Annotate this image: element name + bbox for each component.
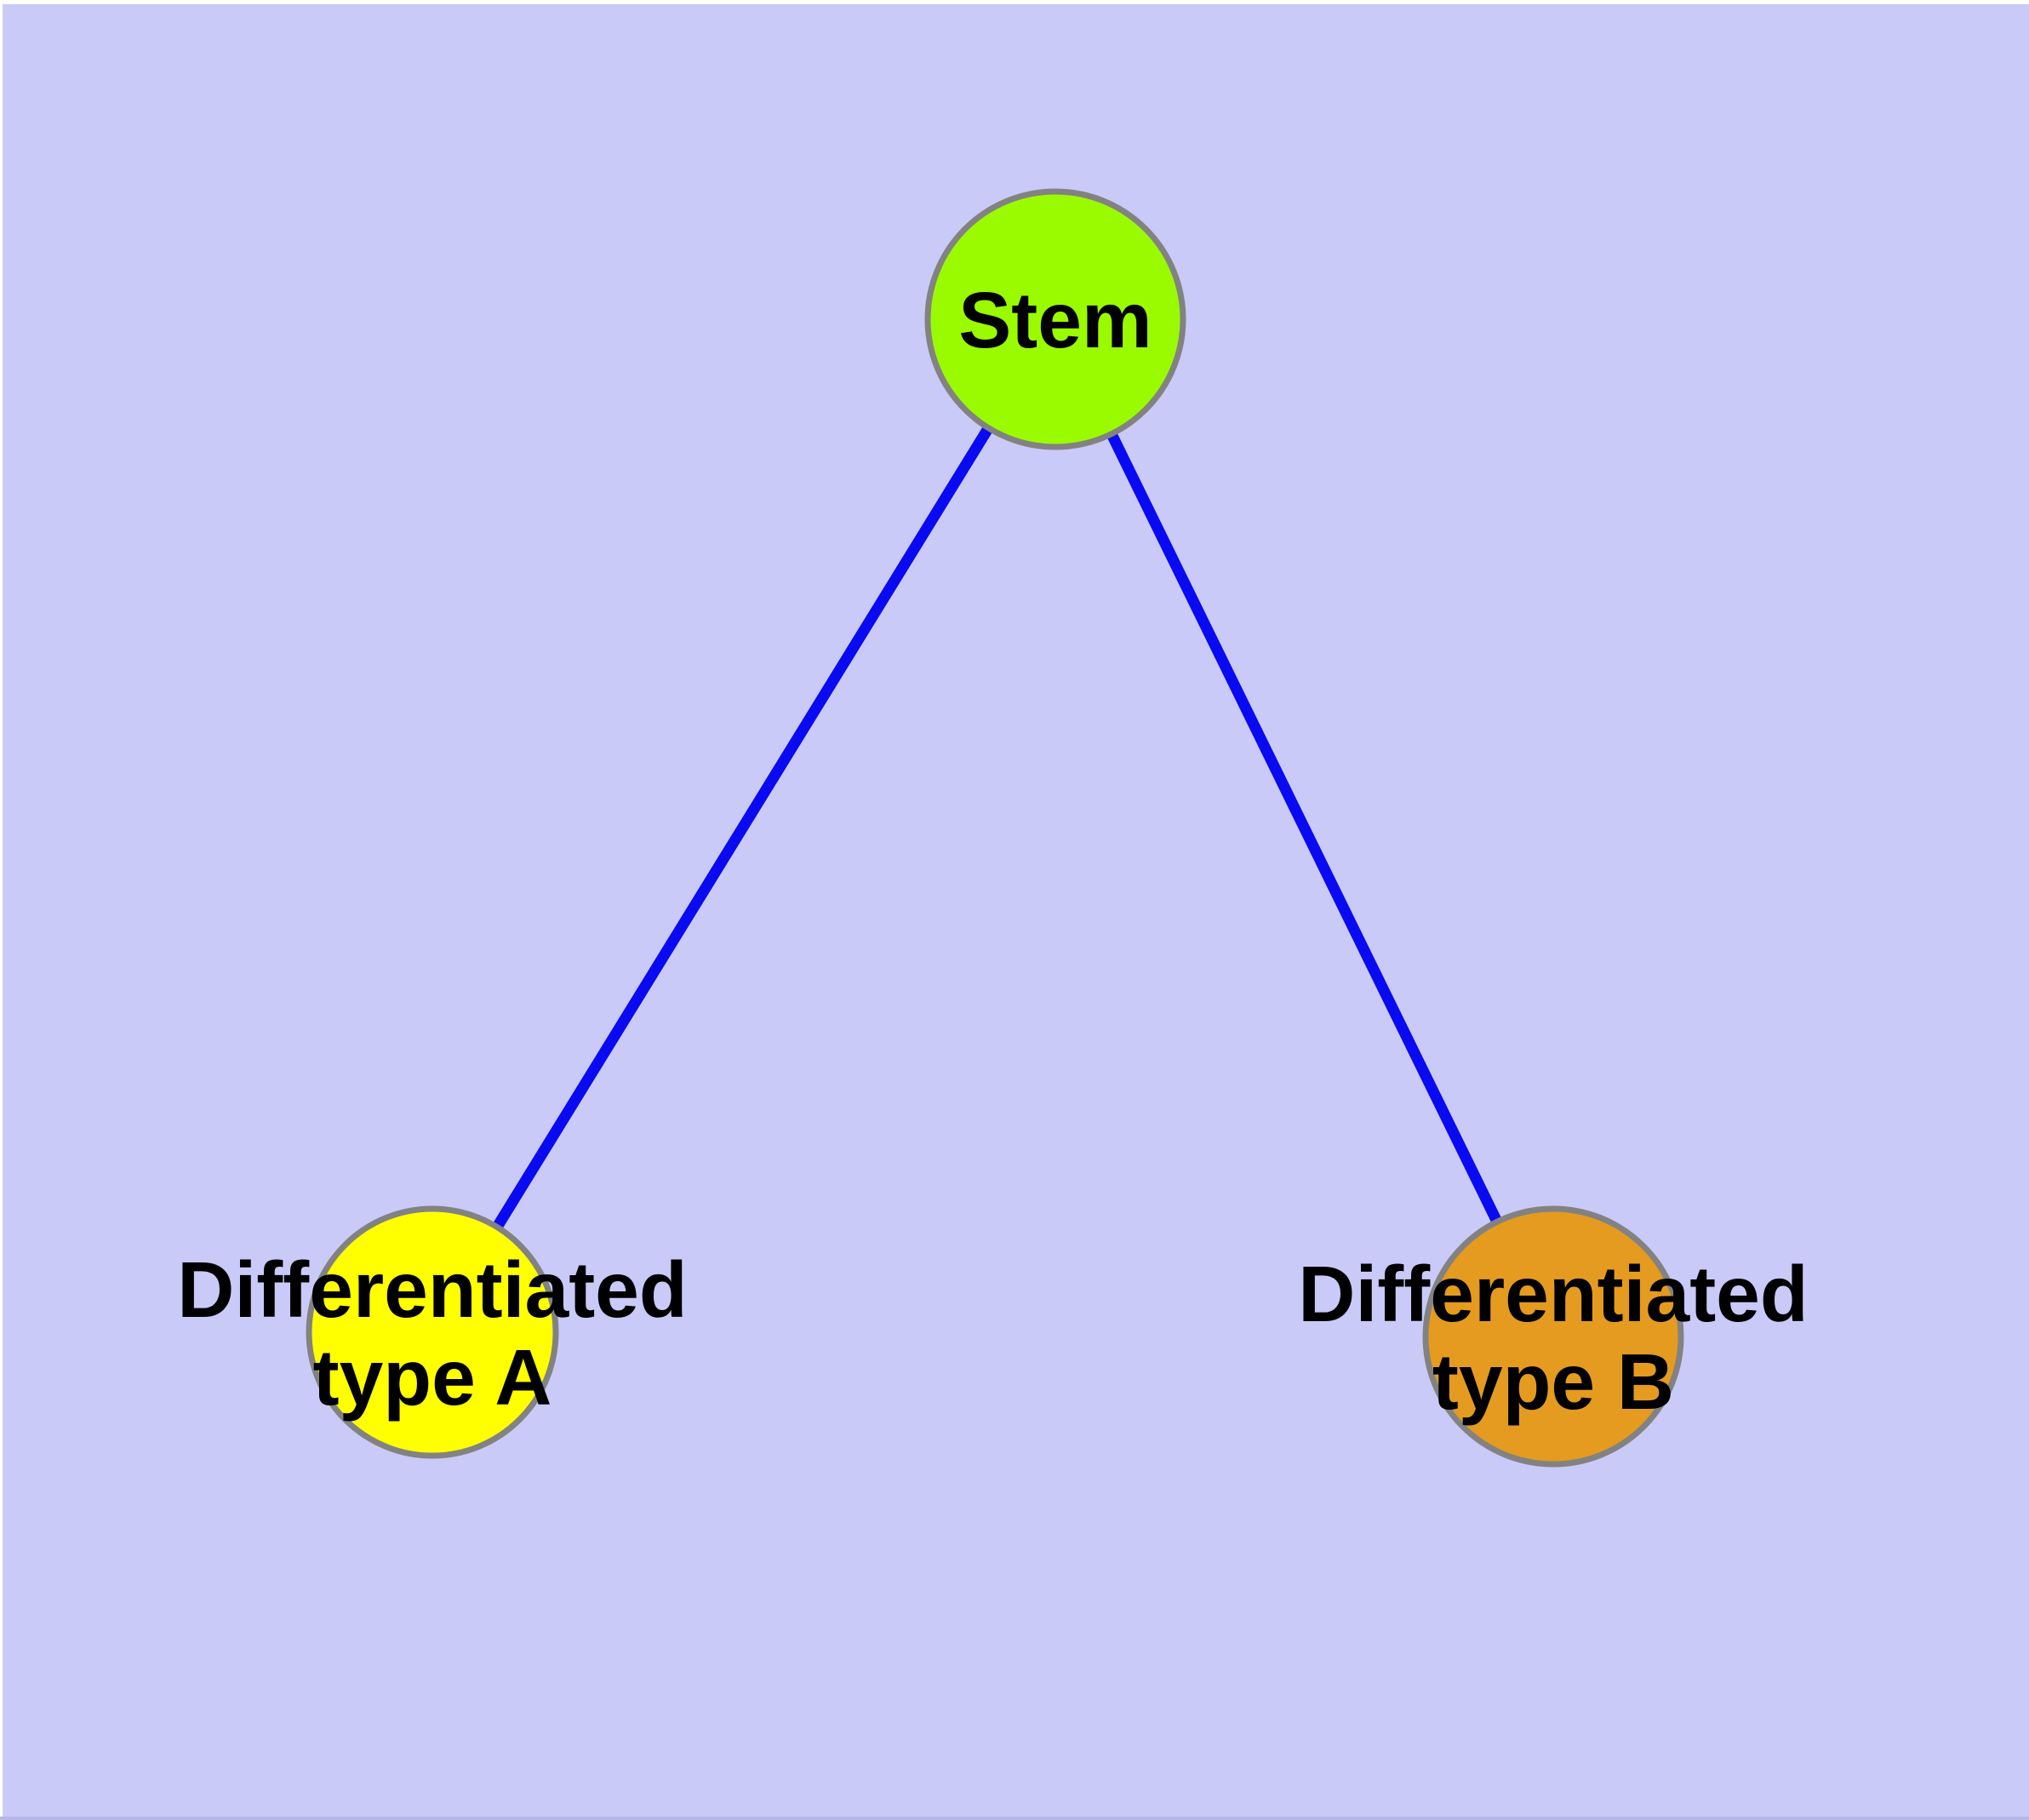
edge-stem-to-type-a: [427, 316, 1060, 1336]
node-type-b-label-line1: Differentiated: [1298, 1250, 1808, 1338]
node-differentiated-type-b[interactable]: [1422, 1205, 1684, 1468]
node-stem-label: Stem: [958, 276, 1152, 364]
node-type-b-label-line2: type B: [1432, 1337, 1674, 1426]
left-margin-strip: [0, 0, 3, 1820]
node-type-a-label-line1: Differentiated: [177, 1245, 687, 1334]
node-type-a-label-line2: type A: [313, 1333, 552, 1422]
node-stem[interactable]: [924, 188, 1186, 450]
bottom-edge-strip: [0, 1817, 2029, 1820]
node-differentiated-type-a[interactable]: [306, 1205, 559, 1459]
edge-stem-to-type-b: [1050, 317, 1558, 1339]
top-margin-strip: [0, 0, 2029, 4]
